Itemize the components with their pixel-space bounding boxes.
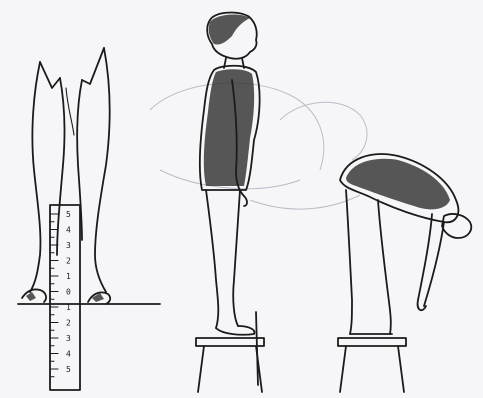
standing-figure [196, 13, 264, 392]
ruler-tick-label: 1 [66, 272, 71, 281]
bending-block [338, 338, 406, 346]
hair [209, 15, 250, 45]
ruler-tick-label: 5 [66, 365, 71, 374]
ruler-tick-label: 5 [66, 210, 71, 219]
ruler-tick-label: 2 [66, 257, 71, 266]
ruler-tick-label: 3 [66, 241, 71, 250]
bending-figure [338, 154, 471, 392]
measuring-ruler: 5 4 3 2 1 0 1 2 3 4 5 [50, 205, 80, 390]
bent-swimsuit [346, 159, 450, 210]
ruler-tick-label: 4 [66, 226, 71, 235]
ruler-tick-label: 2 [66, 319, 71, 328]
ruler-tick-label: 0 [66, 288, 71, 297]
background-sketch [150, 83, 367, 209]
standing-block [196, 338, 264, 346]
ruler-body [50, 205, 80, 390]
ruler-tick-label: 1 [66, 303, 71, 312]
ruler-tick-label: 4 [66, 350, 71, 359]
vertical-marker [256, 312, 258, 385]
legs-rear-view [18, 48, 160, 304]
ruler-tick-label: 3 [66, 334, 71, 343]
swimsuit [204, 69, 254, 186]
